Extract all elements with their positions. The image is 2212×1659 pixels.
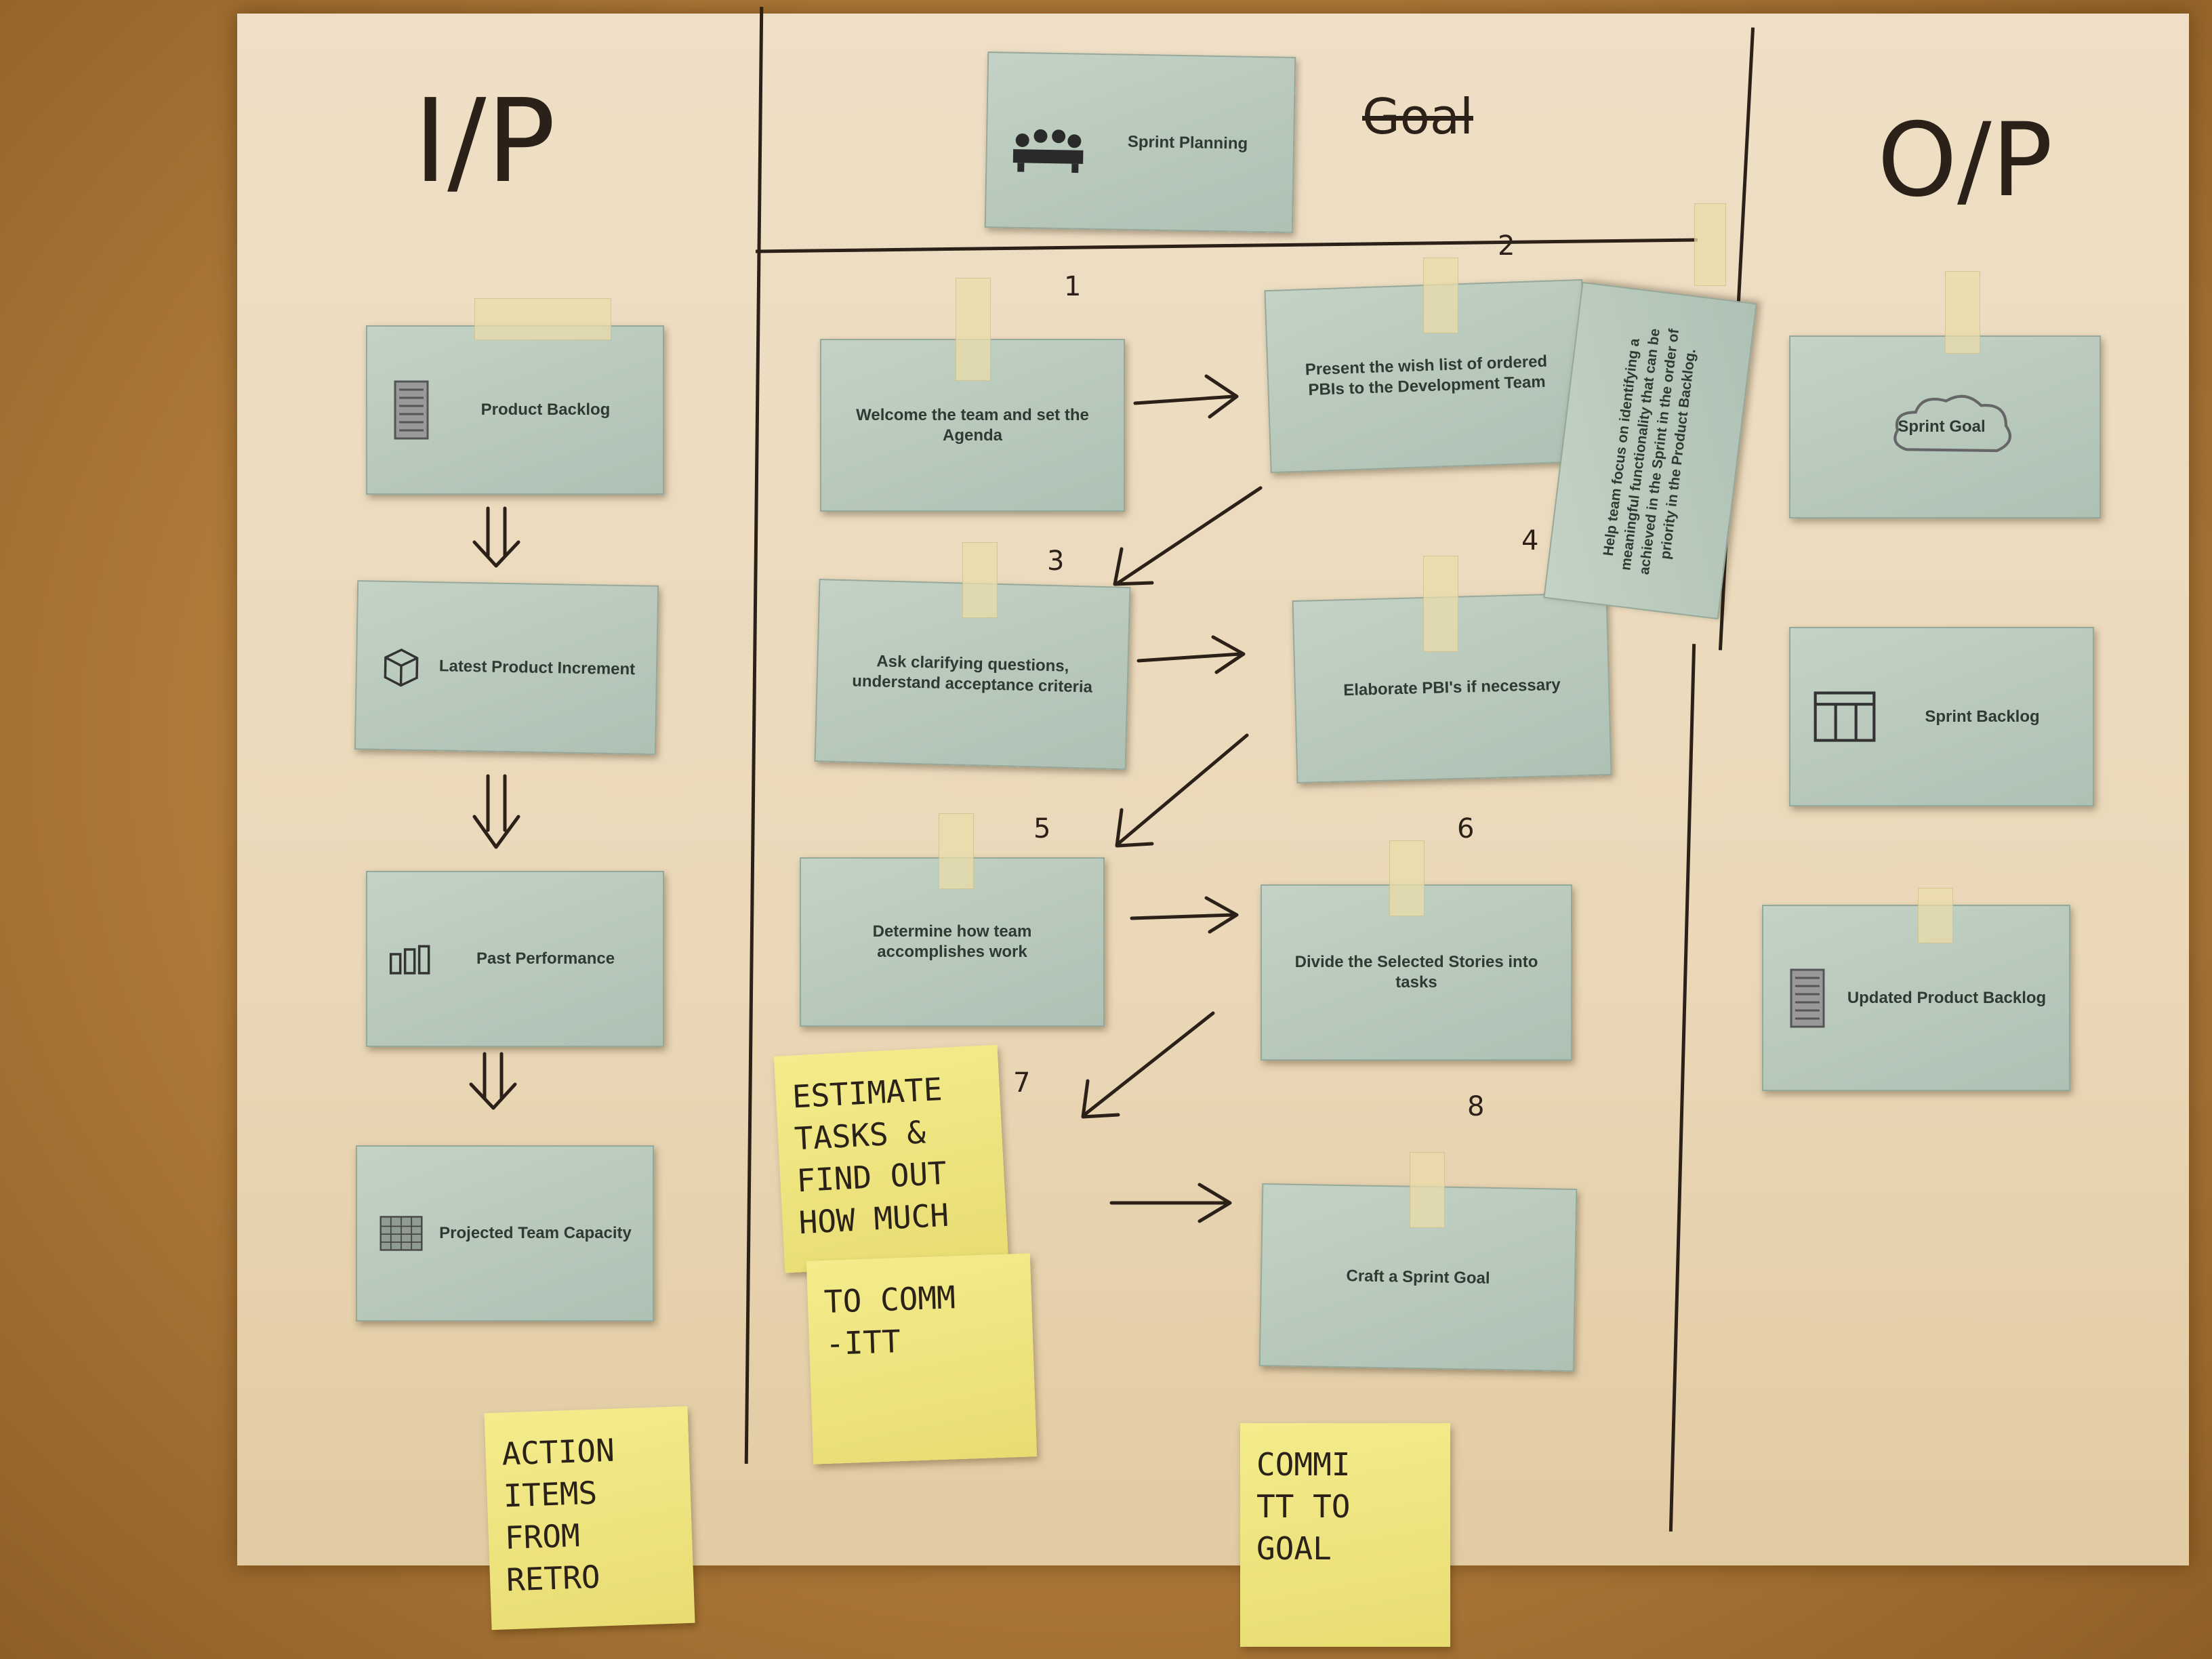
output-heading: O/P [1877, 102, 2053, 220]
input-heading: I/P [413, 75, 556, 209]
tape-strip [1389, 840, 1425, 916]
cloud-icon [1893, 394, 2012, 453]
arrow-6-to-7 [1081, 1011, 1215, 1119]
down-arrow-2 [472, 774, 520, 849]
tape-strip [474, 298, 611, 340]
step-label: Determine how team accomplishes work [872, 922, 1032, 961]
input-card-past-performance: Past Performance [366, 871, 664, 1047]
arrow-1-to-2 [1133, 374, 1239, 419]
board-icon [1814, 691, 1876, 742]
input-card-team-capacity: Projected Team Capacity [356, 1145, 654, 1322]
arrow-3-to-4 [1136, 635, 1246, 674]
tape-strip [939, 813, 974, 889]
arrow-4-to-5 [1115, 733, 1249, 848]
document-icon [1790, 968, 1825, 1027]
output-card-sprint-backlog: Sprint Backlog [1789, 627, 2094, 806]
tape-strip [1945, 271, 1980, 354]
calendar-icon [380, 1216, 423, 1251]
arrow-5-to-6 [1130, 896, 1239, 934]
input-card-product-backlog: Product Backlog [366, 325, 664, 495]
step-number: 8 [1467, 1091, 1485, 1122]
tape-strip [1410, 1152, 1445, 1228]
input-label: Product Backlog [480, 401, 611, 419]
output-card-updated-backlog: Updated Product Backlog [1762, 905, 2070, 1091]
document-icon [394, 380, 429, 440]
sticky-commit-goal: COMMI TT TO GOAL [1240, 1423, 1450, 1647]
output-card-sprint-goal: Sprint Goal [1789, 335, 2101, 518]
step-number: 3 [1047, 546, 1065, 577]
tape-strip [1918, 888, 1953, 943]
step-label: Welcome the team and set the Agenda [856, 405, 1089, 445]
sticky-action-items: ACTION ITEMS FROM RETRO [484, 1406, 695, 1631]
input-label: Past Performance [476, 949, 615, 968]
tape-strip [1423, 556, 1458, 652]
step-number: 5 [1033, 813, 1051, 844]
bar-chart-icon [389, 945, 430, 975]
input-label: Projected Team Capacity [439, 1224, 632, 1242]
step-number: 1 [1064, 271, 1082, 302]
step-number: 7 [1013, 1067, 1031, 1099]
step-label: Divide the Selected Stories into tasks [1294, 953, 1538, 991]
output-label: Sprint Goal [1898, 417, 1986, 436]
step-number: 4 [1521, 525, 1539, 556]
tape-strip [956, 278, 991, 381]
tape-strip [1694, 203, 1726, 286]
struck-heading: Goal [1362, 88, 1473, 145]
output-label: Sprint Backlog [1925, 707, 2040, 726]
down-arrow-1 [472, 506, 520, 568]
sprint-planning-card: Sprint Planning [984, 52, 1296, 233]
step-number: 2 [1498, 230, 1515, 262]
team-icon [1012, 129, 1084, 173]
arrow-7-to-8 [1109, 1183, 1232, 1223]
sticky-estimate-tasks: ESTIMATE TASKS & FIND OUT HOW MUCH [773, 1044, 1009, 1273]
down-arrow-3 [469, 1052, 517, 1110]
tape-strip [1423, 258, 1458, 333]
input-card-latest-increment: Latest Product Increment [354, 580, 659, 755]
tape-strip [962, 542, 998, 618]
step-number: 6 [1457, 813, 1475, 844]
cube-icon [384, 649, 419, 687]
output-label: Updated Product Backlog [1847, 988, 2047, 1007]
sticky-to-commit: TO COMM -ITT [806, 1253, 1038, 1465]
arrow-2-to-3 [1113, 486, 1263, 586]
